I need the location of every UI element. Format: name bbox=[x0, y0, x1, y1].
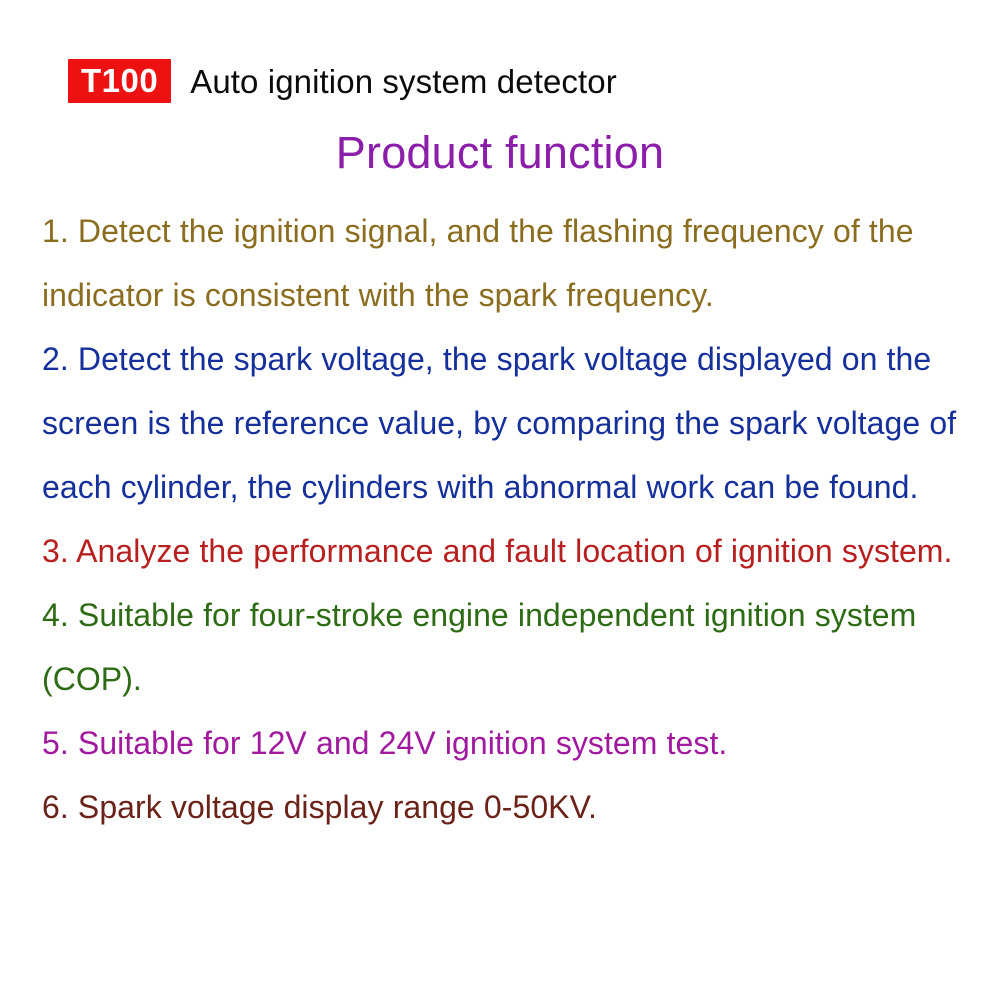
feature-list: 1. Detect the ignition signal, and the f… bbox=[42, 199, 978, 839]
list-item: 2. Detect the spark voltage, the spark v… bbox=[42, 341, 957, 505]
list-item: 4. Suitable for four-stroke engine indep… bbox=[42, 597, 917, 697]
model-number-badge: T100 bbox=[68, 59, 172, 103]
product-subtitle: Auto ignition system detector bbox=[190, 62, 617, 100]
list-item: 3. Analyze the performance and fault loc… bbox=[42, 533, 953, 569]
list-item: 5. Suitable for 12V and 24V ignition sys… bbox=[42, 725, 728, 761]
page-title: Product function bbox=[335, 127, 665, 178]
list-item: 6. Spark voltage display range 0-50KV. bbox=[42, 789, 597, 825]
list-item: 1. Detect the ignition signal, and the f… bbox=[42, 213, 914, 313]
product-header: T100 Auto ignition system detector bbox=[68, 58, 617, 104]
